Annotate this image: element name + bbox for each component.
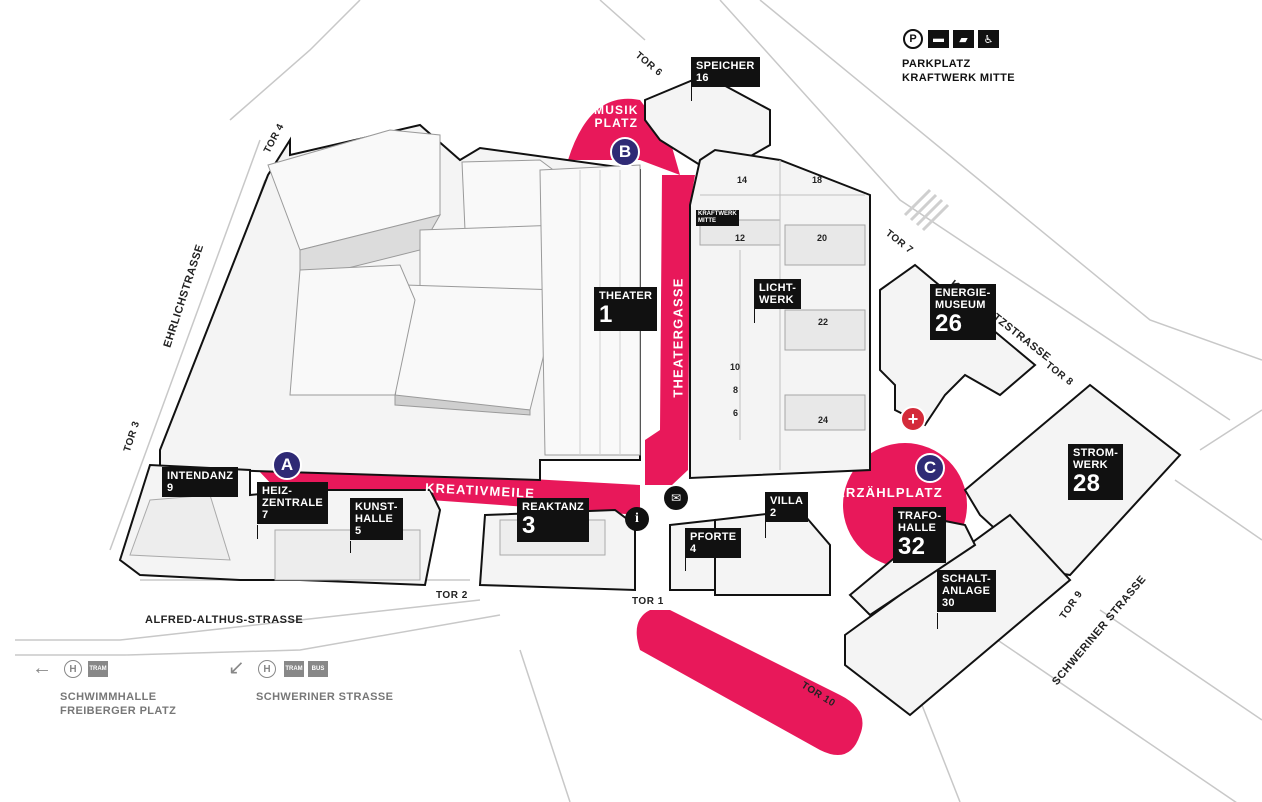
building-number: 12 [735, 233, 746, 243]
bus-icon: ▬ [928, 30, 949, 48]
villa-building [669, 508, 831, 596]
arrow-left-icon: ← [32, 657, 52, 679]
pin-kunsthalle [350, 541, 351, 553]
label-kraftwerk-mitte: KRAFTWERK MITTE [696, 210, 739, 226]
stop-h-icon: H [64, 660, 82, 678]
car-icon: ▰ [953, 30, 974, 48]
schaltanlage-building [844, 513, 1072, 717]
building-number: 8 [733, 385, 739, 395]
parking-icon: P [903, 29, 923, 49]
building-number: 24 [818, 415, 829, 425]
pin-villa [765, 522, 766, 538]
building-number: 20 [817, 233, 828, 243]
place-musikplatz: MUSIK PLATZ [594, 103, 639, 130]
pin-schaltanlage [937, 613, 938, 629]
label-lichtwerk[interactable]: LICHT-WERK [754, 279, 802, 309]
tram-icon: TRAM [284, 661, 304, 677]
legend-parking-text: PARKPLATZ KRAFTWERK MITTE [902, 58, 1015, 84]
marker-a[interactable]: A [272, 450, 302, 480]
building-number: 6 [733, 408, 739, 418]
pin-pforte [685, 557, 686, 571]
street-alfred-althus: ALFRED-ALTHUS-STRASSE [145, 614, 304, 626]
legend-stop-west-text: SCHWIMMHALLE FREIBERGER PLATZ [60, 691, 177, 717]
building-number: 14 [737, 175, 748, 185]
building-number: 22 [818, 317, 829, 327]
tram-icon: TRAM [88, 661, 108, 677]
arrow-down-left-icon: ↙ [228, 657, 245, 679]
info-icon[interactable]: i [625, 507, 649, 531]
place-theatergasse: THEATERGASSE [670, 277, 686, 398]
place-erzaehlplatz: ERZÄHLPLATZ [836, 485, 943, 500]
gate-tor-2: TOR 2 [436, 590, 468, 601]
bus-icon: BUS [308, 661, 328, 677]
building-number: 18 [812, 175, 823, 185]
gate-tor-1: TOR 1 [632, 596, 664, 607]
wheelchair-icon: ♿ [978, 30, 999, 48]
pin-speicher [691, 85, 692, 101]
first-aid-icon[interactable]: + [900, 406, 926, 432]
stop-h-icon: H [258, 660, 276, 678]
marker-b[interactable]: B [610, 137, 640, 167]
marker-c[interactable]: C [915, 453, 945, 483]
building-number: 10 [730, 362, 741, 372]
pin-lichtwerk [754, 309, 755, 323]
legend-stop-south-text: SCHWERINER STRASSE [256, 691, 394, 703]
mail-icon[interactable]: ✉ [664, 486, 688, 510]
pin-heizzentrale [257, 525, 258, 539]
